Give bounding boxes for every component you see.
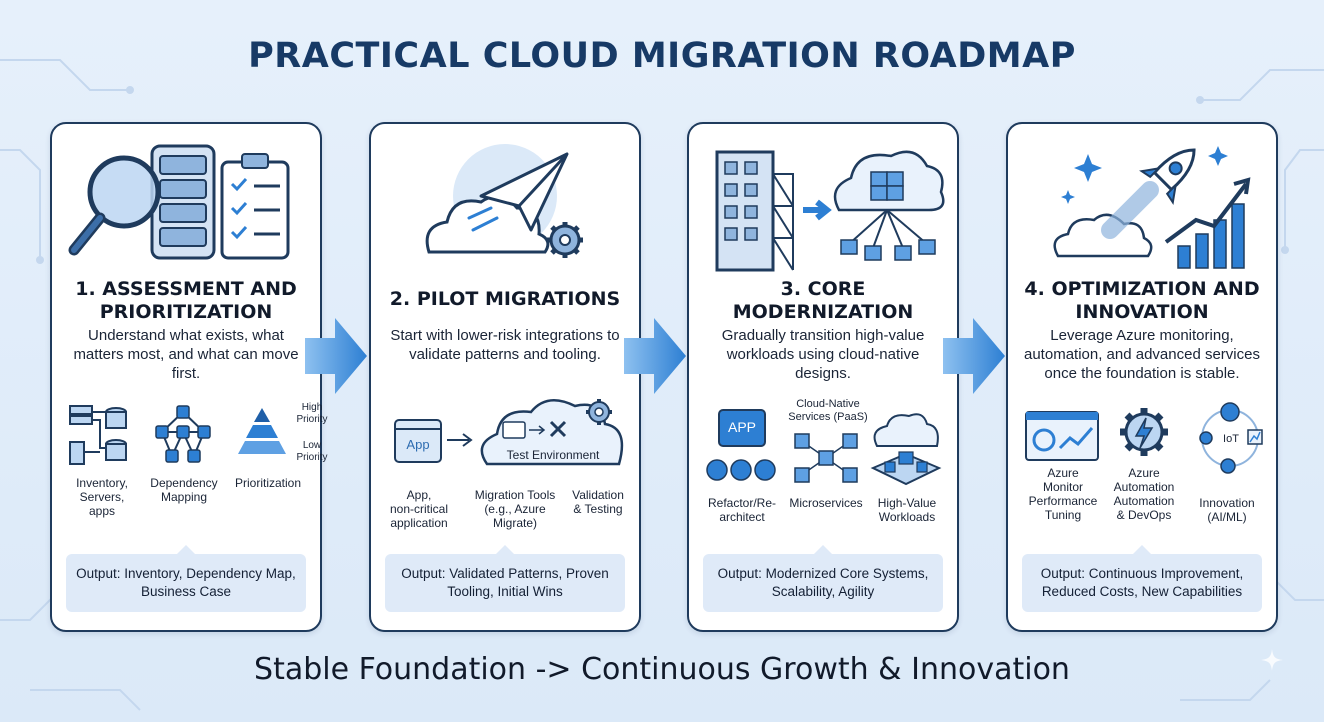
app-window-icon [394, 419, 442, 463]
sparkle-icon [1261, 649, 1283, 671]
item-label: Validation & Testing [572, 488, 624, 516]
test-environment-cloud-icon [480, 399, 624, 466]
low-priority-label: Low Priority [296, 440, 328, 463]
stage-description: Leverage Azure monitoring, automation, a… [1024, 327, 1260, 382]
app-box-icon [718, 409, 766, 447]
iot-label: IoT [1223, 433, 1239, 445]
monitor-dashboard-icon [1025, 411, 1099, 461]
item-label: Prioritization [234, 476, 302, 490]
cloud-workload-icon [870, 413, 942, 486]
magnifier-server-checklist-icon [68, 144, 290, 260]
arrow-right-icon [624, 318, 686, 394]
arrow-right-icon [447, 433, 473, 447]
item-label: Innovation (AI/ML) [1199, 496, 1255, 524]
cloud-label: Test Environment [506, 448, 600, 462]
item-label: Inventory, Servers, apps [76, 476, 128, 518]
rocket-growth-icon [1053, 146, 1251, 269]
stage-items: High Priority Low Priority Inventory, Se… [62, 400, 328, 520]
item-label: Azure Automation Automation & DevOps [1113, 466, 1175, 522]
brain-icon [1199, 402, 1263, 474]
app-box-label: App [406, 437, 430, 452]
item-label: Refactor/Re- architect [707, 496, 777, 524]
stage-description: Start with lower-risk integrations to va… [390, 327, 620, 363]
stage-description: Gradually transition high-value workload… [721, 327, 925, 382]
output-box: Output: Inventory, Dependency Map, Busin… [66, 545, 306, 612]
pyramid-icon [238, 408, 286, 454]
network-graph-icon [155, 405, 211, 463]
footer-caption: Stable Foundation -> Continuous Growth &… [254, 652, 1070, 687]
arrow-right-icon [305, 318, 367, 394]
stage-card-assessment: 1. ASSESSMENT AND PRIORITIZATION Underst… [50, 122, 328, 632]
building-to-cloud-icon [715, 150, 945, 272]
stage-items: APP Cloud-Native Services (PaaS) Refacto… [699, 398, 947, 524]
page-title: PRACTICAL CLOUD MIGRATION ROADMAP [248, 36, 1076, 76]
stage-title: 1. ASSESSMENT AND PRIORITIZATION [75, 278, 297, 323]
output-box: Output: Modernized Core Systems, Scalabi… [703, 545, 943, 612]
stage-title: 2. PILOT MIGRATIONS [389, 288, 621, 310]
servers-database-icon [69, 405, 127, 465]
microservices-icon [794, 433, 858, 483]
paper-plane-cloud-icon [425, 144, 583, 258]
output-box: Output: Continuous Improvement, Reduced … [1022, 545, 1262, 612]
item-label: Microservices [789, 496, 863, 510]
stage-card-modernization: 3. CORE MODERNIZATION Gradually transiti… [687, 122, 959, 632]
stage-items: IoT Azure Monitor Performance Tuning Azu… [1018, 400, 1266, 524]
stage-card-optimization: 4. OPTIMIZATION AND INNOVATION Leverage … [1006, 122, 1278, 632]
stage-description: Understand what exists, what matters mos… [73, 327, 299, 382]
stage-title: 3. CORE MODERNIZATION [732, 278, 914, 323]
item-label: App, non-critical application [389, 488, 449, 530]
refactor-icon [706, 459, 776, 481]
services-label: Cloud-Native Services (PaaS) [788, 398, 868, 423]
automation-gear-icon [1120, 408, 1168, 456]
item-label: Dependency Mapping [150, 476, 218, 504]
stage-title: 4. OPTIMIZATION AND INNOVATION [1024, 278, 1260, 323]
arrow-right-icon [943, 318, 1005, 394]
high-priority-label: High Priority [296, 402, 328, 425]
output-box: Output: Validated Patterns, Proven Tooli… [385, 545, 625, 612]
item-label: Migration Tools (e.g., Azure Migrate) [474, 488, 556, 530]
app-box-label: APP [727, 419, 756, 435]
item-label: Azure Monitor Performance Tuning [1028, 466, 1098, 522]
item-label: High-Value Workloads [877, 496, 937, 524]
stage-card-pilot: 2. PILOT MIGRATIONS Start with lower-ris… [369, 122, 641, 632]
stage-items: App Test Environment App, non-critical a… [381, 399, 629, 530]
